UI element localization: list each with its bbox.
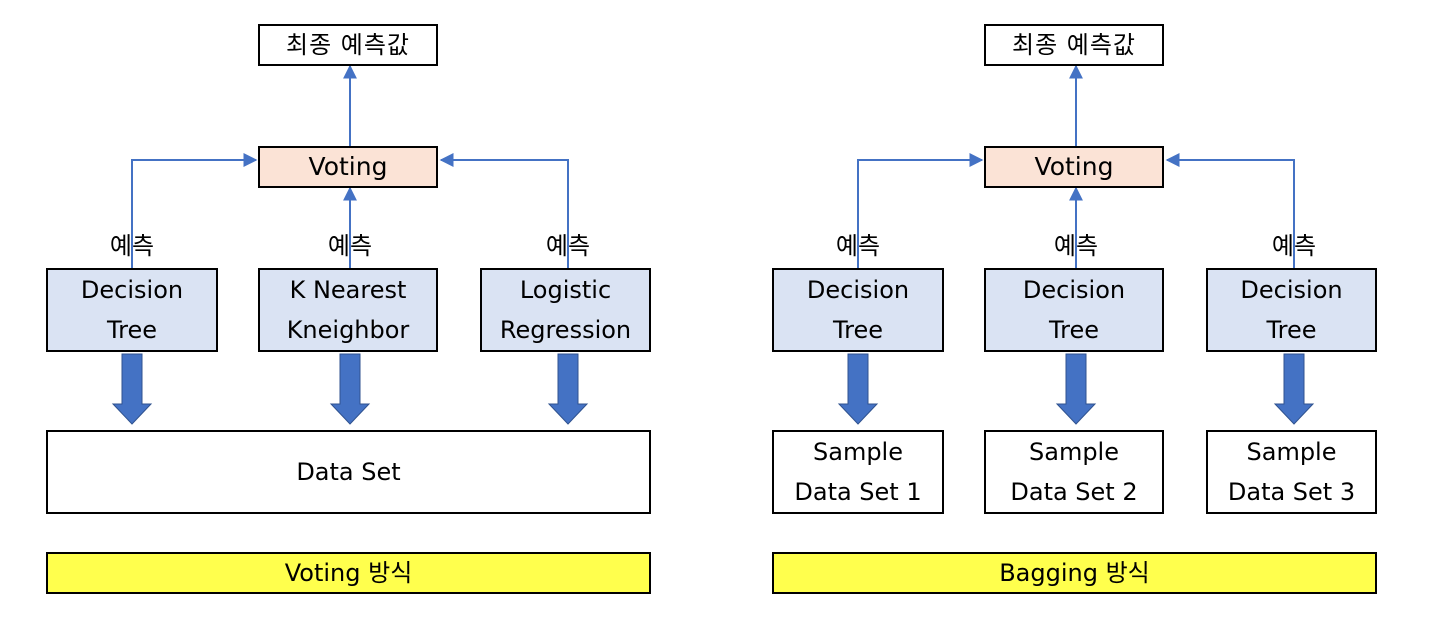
model-label-line1: Logistic: [519, 276, 612, 304]
prediction-label: 예측: [545, 232, 591, 260]
final-prediction-box: 최종 예측값: [258, 24, 438, 66]
prediction-label: 예측: [835, 232, 881, 260]
model-box-logistic-regression: Logistic Regression: [480, 268, 651, 352]
final-prediction-box: 최종 예측값: [984, 24, 1164, 66]
block-arrow-down: [1273, 353, 1315, 425]
sample-label-line1: Sample: [1246, 438, 1337, 466]
voting-box: Voting: [984, 146, 1164, 188]
method-title: Bagging 방식: [999, 559, 1150, 587]
model1-to-voting-arrow: [857, 153, 984, 268]
voting-connectors: [111, 64, 589, 425]
prediction-label: 예측: [109, 232, 155, 260]
sample-dataset-box: Sample Data Set 3: [1206, 430, 1377, 514]
sample-label-line1: Sample: [813, 438, 903, 466]
sample-dataset-box: Sample Data Set 2: [984, 430, 1164, 514]
block-arrow-down: [329, 353, 371, 425]
final-prediction-label: 최종 예측값: [285, 31, 411, 59]
model-label-line1: Decision: [1022, 276, 1126, 304]
prediction-label: 예측: [1053, 232, 1099, 260]
bagging-diagram-panel: 최종 예측값 Voting 예측 예측 예측 Decision Tree Dec…: [726, 0, 1438, 638]
method-title-bar: Bagging 방식: [772, 552, 1377, 594]
block-arrow-down: [1055, 353, 1097, 425]
sample-label-line2: Data Set 3: [1227, 478, 1356, 506]
block-arrow-down: [837, 353, 879, 425]
model-box-decision-tree: Decision Tree: [46, 268, 218, 352]
model-label-line1: Decision: [806, 276, 910, 304]
model-label-line1: Decision: [80, 276, 184, 304]
model-box-decision-tree: Decision Tree: [1206, 268, 1377, 352]
model-box-decision-tree: Decision Tree: [984, 268, 1164, 352]
model-label-line2: Tree: [1266, 316, 1317, 344]
model-label-line2: Regression: [499, 316, 632, 344]
model1-to-voting-arrow: [131, 153, 258, 268]
prediction-label: 예측: [1271, 232, 1317, 260]
dataset-box: Data Set: [46, 430, 651, 514]
model-label-line2: Kneighbor: [286, 316, 410, 344]
method-title-bar: Voting 방식: [46, 552, 651, 594]
method-title: Voting 방식: [284, 559, 413, 587]
model3-to-voting-arrow: [1165, 153, 1295, 268]
model-label-line2: Tree: [106, 316, 157, 344]
sample-label-line2: Data Set 2: [1010, 478, 1138, 506]
model-label-line1: K Nearest: [289, 276, 407, 304]
final-prediction-label: 최종 예측값: [1011, 31, 1137, 59]
model-label-line2: Tree: [1048, 316, 1099, 344]
model-box-k-nearest-neighbor: K Nearest Kneighbor: [258, 268, 438, 352]
bagging-connectors: [837, 64, 1315, 425]
dataset-label: Data Set: [296, 458, 401, 486]
sample-label-line1: Sample: [1029, 438, 1119, 466]
model3-to-voting-arrow: [439, 153, 569, 268]
sample-dataset-box: Sample Data Set 1: [772, 430, 944, 514]
block-arrow-down: [547, 353, 589, 425]
model-label-line1: Decision: [1240, 276, 1343, 304]
model-box-decision-tree: Decision Tree: [772, 268, 944, 352]
prediction-label: 예측: [327, 232, 373, 260]
block-arrow-down: [111, 353, 153, 425]
voting-label: Voting: [308, 152, 388, 181]
voting-label: Voting: [1034, 152, 1114, 181]
model-label-line2: Tree: [832, 316, 883, 344]
voting-diagram-panel: 최종 예측값 Voting 예측 예측 예측 Decision Tree K N…: [46, 24, 651, 594]
sample-label-line2: Data Set 1: [794, 478, 922, 506]
voting-box: Voting: [258, 146, 438, 188]
